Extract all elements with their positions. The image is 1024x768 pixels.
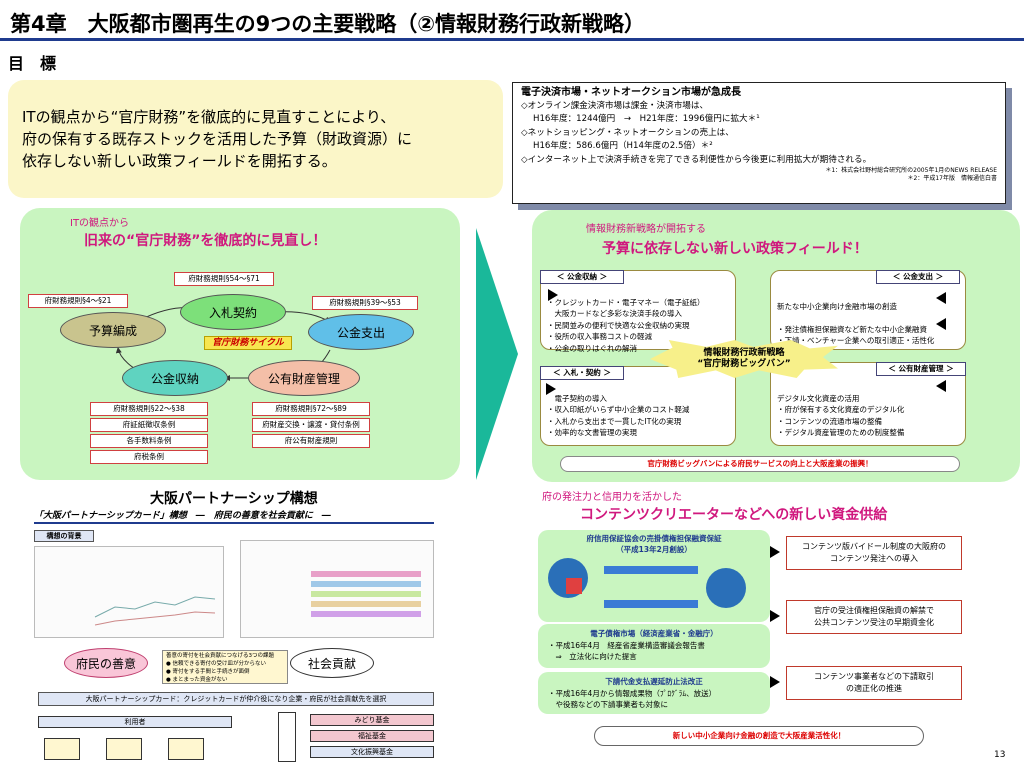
- news-note: ＊2：平成17年版 情報通信白書: [907, 175, 997, 182]
- osaka-rule: [34, 522, 434, 524]
- rule-label-bl: 府証紙徴収条例: [90, 418, 208, 432]
- quadrant-revenue-head: ＜ 公金収納 ＞: [540, 270, 624, 284]
- issue-line: 善意の寄付を社会貢献につなげる3つの課題: [166, 653, 275, 659]
- chart-thumb-right: [240, 540, 434, 638]
- rule-label-bl: 各手数料条例: [90, 434, 208, 448]
- arrow-icon: [546, 383, 556, 395]
- page-title: 第4章 大阪都市圏再生の9つの主要戦略（②情報財務行政新戦略）: [10, 12, 646, 36]
- node-expense: 公金支出: [308, 314, 414, 350]
- quadrant-expense: 新たな中小企業向け金融市場の創造 ・発注債権担保融資など新たな中小企業融資 ・下…: [770, 270, 966, 350]
- fund-label: 文化振興基金: [310, 746, 434, 758]
- node-property: 公有財産管理: [248, 360, 360, 396]
- quadrant-text: 新たな中小企業向け金融市場の創造 ・発注債権担保融資など新たな中小企業融資 ・下…: [777, 301, 935, 346]
- news-note: ＊1：株式会社野村総合研究所の2005年1月のNEWS RELEASE: [825, 167, 997, 174]
- strategy-line: “官庁財務ビッグバン”: [697, 359, 791, 369]
- rule-label-right: 府財務規則§39～§53: [312, 296, 418, 310]
- quadrant-text: ・クレジットカード・電子マネー（電子証紙） 大阪カードなど多彩な決済手段の導入 …: [547, 297, 705, 353]
- law1-head: 電子債権市場（経済産業省・金融庁）: [590, 629, 718, 638]
- flow-connector: [278, 712, 296, 762]
- osaka-heading: 大阪パートナーシップ構想: [150, 491, 318, 507]
- arrow-icon: [936, 380, 946, 392]
- left-panel-heading: 旧来の“官庁財務”を徹底的に見直し！: [84, 233, 327, 249]
- issue-line: ● 信頼できる寄付の受け皿が分からない: [166, 661, 266, 667]
- law2-text: ・平成16年4月から情報成果物（ﾌﾟﾛｸﾞﾗﾑ、放送） や役務などの下請事業者も…: [548, 689, 717, 709]
- quadrant-text: 電子契約の導入 ・収入印紙がいらず中小企業のコスト軽減 ・入札から支出まで一貫し…: [547, 393, 690, 438]
- measure-box: 官庁の受注債権担保融資の解禁で 公共コンテンツ受注の早期資金化: [786, 600, 962, 634]
- arrow-icon: [770, 610, 780, 622]
- contents-summary: 新しい中小企業向け金融の創造で大阪産業活性化！: [594, 726, 924, 746]
- chart-thumb-lines: [94, 596, 216, 626]
- goal-text: ITの観点から“官庁財務”を徹底的に見直すことにより、 府の保有する既存ストック…: [8, 80, 503, 198]
- contents-sub: 府の発注力と信用力を活かした: [542, 492, 682, 503]
- law2-head: 下請代金支払遅延防止法改正: [605, 677, 703, 686]
- news-line: H16年度：586.6億円（H14年度の2.5倍）＊²: [533, 141, 713, 151]
- law1-text: ・平成16年4月 経産省産業構造審議会報告書 ⇒ 立法化に向けた提言: [548, 641, 705, 661]
- quadrant-text: デジタル文化資産の活用 ・府が保有する文化資産のデジタル化 ・コンテンツの流通市…: [777, 393, 905, 438]
- rule-label-bl: 府税条例: [90, 450, 208, 464]
- chart-thumb-bars: [311, 571, 421, 617]
- rule-label-left: 府財務規則§4～§21: [28, 294, 128, 308]
- arrow-icon: [936, 318, 946, 330]
- osaka-subheading: 「大阪パートナーシップカード」構想 ― 府民の善意を社会貢献に ―: [34, 511, 331, 521]
- osaka-issues: 善意の寄付を社会貢献につなげる3つの課題 ● 信頼できる寄付の受け皿が分からない…: [162, 650, 288, 684]
- measure-box: コンテンツ事業者などの下請取引 の適正化の推進: [786, 666, 962, 700]
- arrow-icon: [770, 676, 780, 688]
- quadrant-expense-head: ＜ 公金支出 ＞: [876, 270, 960, 284]
- quadrant-revenue: ・クレジットカード・電子マネー（電子証紙） 大阪カードなど多彩な決済手段の導入 …: [540, 270, 736, 353]
- node-bid: 入札契約: [180, 294, 286, 330]
- law2-box: [538, 672, 770, 714]
- law1-box: [538, 624, 770, 668]
- issue-line: ● まとまった資金がない: [166, 677, 228, 683]
- osaka-bg-label: 構想の背景: [34, 530, 94, 542]
- user-card-icon: [168, 738, 204, 760]
- issue-line: ● 寄付をする手間と手続きが面倒: [166, 669, 250, 675]
- right-panel-sub: 情報財務新戦略が開拓する: [586, 224, 706, 235]
- rule-label-top: 府財務規則§54～§71: [174, 272, 274, 286]
- cycle-label: 官庁財務サイクル: [204, 336, 292, 350]
- quadrant-property-head: ＜ 公有財産管理 ＞: [876, 362, 966, 376]
- fund-label: 福祉基金: [310, 730, 434, 742]
- node-social-contribution: 社会貢献: [290, 648, 374, 678]
- contents-heading: コンテンツクリエーターなどへの新しい資金供給: [580, 507, 888, 523]
- user-card-icon: [106, 738, 142, 760]
- goal-label: 目 標: [8, 54, 57, 73]
- chart-thumb-left: [34, 546, 224, 638]
- node-goodwill: 府民の善意: [64, 648, 148, 678]
- rule-label-br: 府財産交換・譲渡・貸付条例: [252, 418, 370, 432]
- title-rule: [0, 38, 1024, 41]
- company-circle-icon: [706, 568, 746, 608]
- news-line: ◇ネットショッピング・ネットオークションの売上は、: [521, 127, 734, 138]
- right-panel-summary: 官庁財務ビッグバンによる府民サービスの向上と大阪産業の振興！: [560, 456, 960, 472]
- page-number: 13: [994, 750, 1006, 760]
- flow-marker-icon: [566, 578, 582, 594]
- node-revenue: 公金収納: [122, 360, 228, 396]
- card-line: 大阪パートナーシップカード：クレジットカードが仲介役になり企業・府民が社会貢献先…: [38, 692, 434, 706]
- measure-box: コンテンツ版バイドール制度の大阪府の コンテンツ発注への導入: [786, 536, 962, 570]
- user-label: 利用者: [38, 716, 232, 728]
- arrow-icon: [770, 546, 780, 558]
- arrow-icon: [548, 289, 558, 301]
- quadrant-bid-head: ＜ 入札・契約 ＞: [540, 366, 624, 380]
- right-panel-heading: 予算に依存しない新しい政策フィールド！: [602, 241, 868, 257]
- flow-bar: [604, 600, 698, 608]
- rule-label-br: 府公有財産規則: [252, 434, 370, 448]
- strategy-line: 情報財務行政新戦略: [703, 348, 785, 358]
- user-card-icon: [44, 738, 80, 760]
- transition-arrow-icon: [476, 228, 518, 480]
- quadrant-property: デジタル文化資産の活用 ・府が保有する文化資産のデジタル化 ・コンテンツの流通市…: [770, 362, 966, 446]
- arrow-icon: [936, 292, 946, 304]
- rule-label-bl: 府財務規則§22～§38: [90, 402, 208, 416]
- node-budget: 予算編成: [60, 312, 166, 348]
- news-line: H16年度：1244億円 → H21年度：1996億円に拡大＊¹: [533, 114, 760, 124]
- left-panel-sub: ITの観点から: [70, 218, 130, 229]
- fund-label: みどり基金: [310, 714, 434, 726]
- news-line: ◇インターネット上で決済手続きを完了できる利便性から今後更に利用拡大が期待される…: [521, 154, 872, 165]
- news-box: 電子決済市場・ネットオークション市場が急成長 ◇オンライン課金決済市場は課金・決…: [512, 82, 1006, 204]
- news-heading: 電子決済市場・ネットオークション市場が急成長: [521, 87, 741, 98]
- rule-label-br: 府財務規則§72～§89: [252, 402, 370, 416]
- news-line: ◇オンライン課金決済市場は課金・決済市場は、: [521, 100, 709, 111]
- flow-bar: [604, 566, 698, 574]
- guarantee-text: 府信用保証協会の売掛債権担保融資保証 （平成13年2月創設）: [586, 534, 722, 554]
